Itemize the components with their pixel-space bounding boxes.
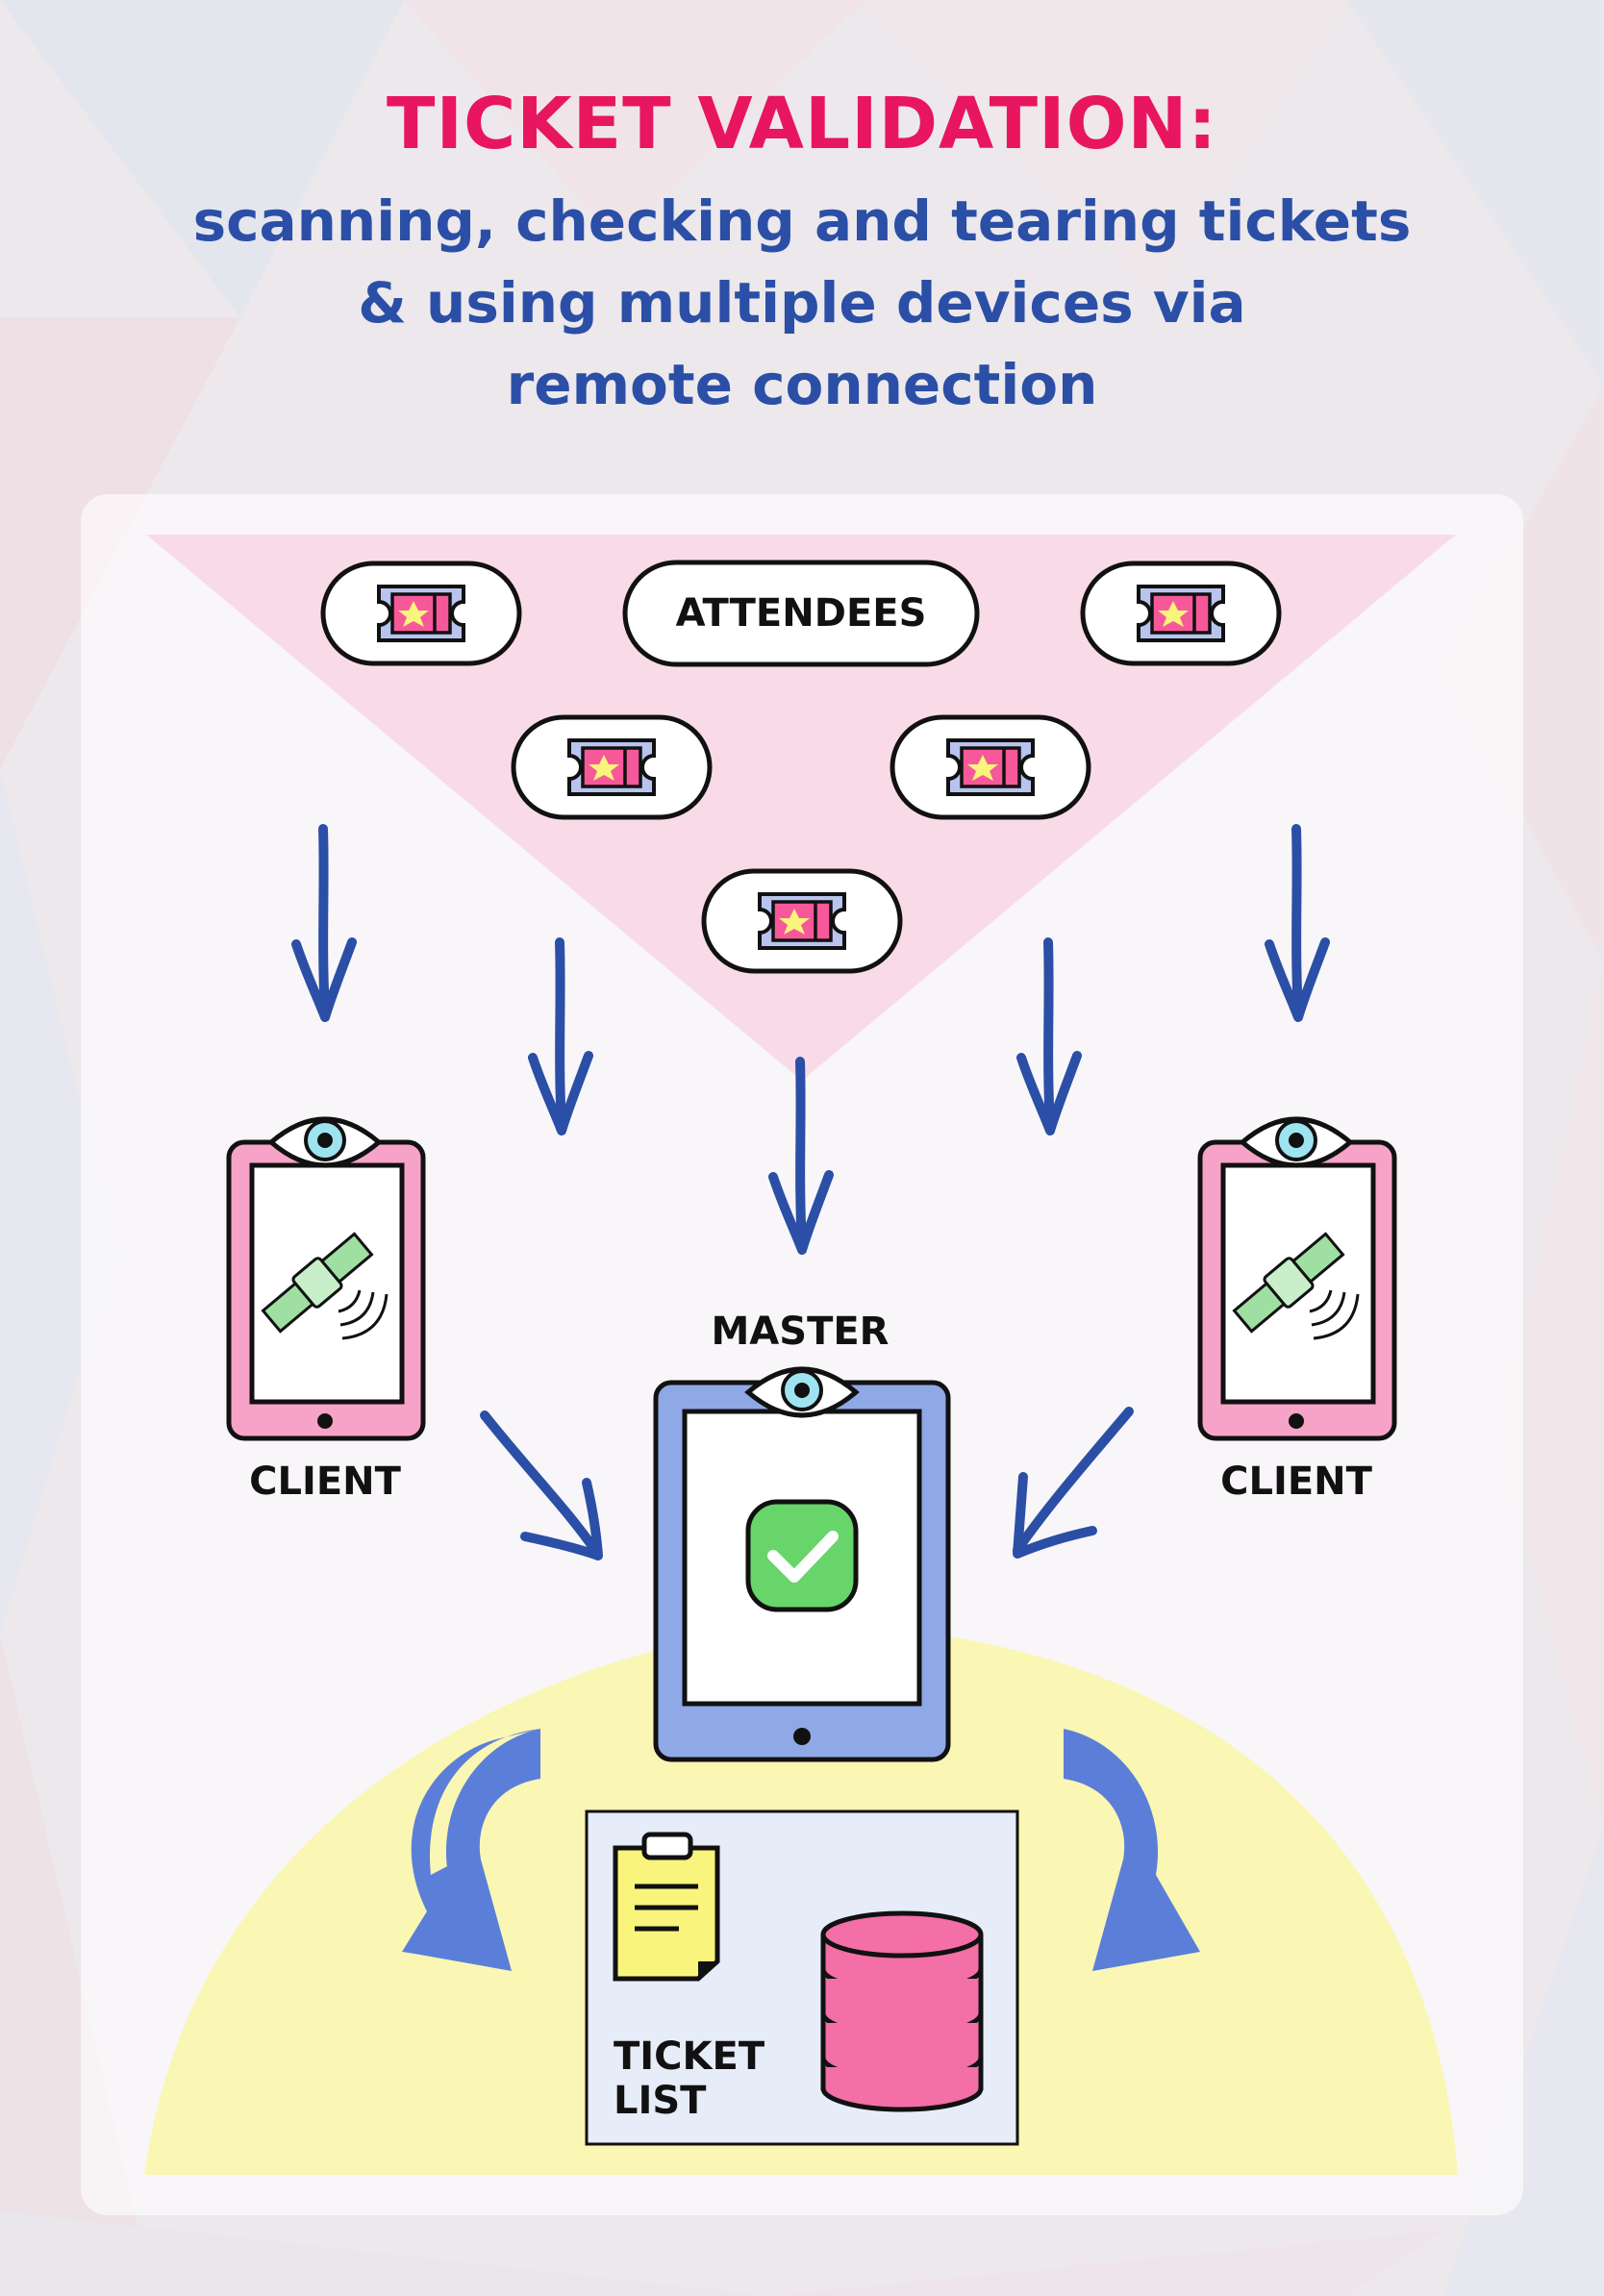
ticket-icon	[1083, 563, 1279, 663]
ticket-pill-5	[704, 871, 900, 971]
client-phone-left	[226, 1119, 426, 1441]
down-arrow-4	[1021, 942, 1077, 1131]
down-arrow-3	[773, 1061, 829, 1250]
down-arrow-2	[533, 942, 589, 1131]
clipboard-icon	[613, 1832, 720, 1982]
ticket-list-label: TICKET LIST	[614, 2034, 764, 2123]
ticket-icon	[514, 717, 710, 817]
ticket-icon	[704, 871, 900, 971]
ticket-list-label-line-2: LIST	[614, 2079, 707, 2123]
master-tablet	[653, 1369, 951, 1762]
ticket-icon	[323, 563, 519, 663]
client-phone-right	[1197, 1119, 1397, 1441]
page-title: TICKET VALIDATION:	[386, 83, 1218, 165]
check-icon	[745, 1499, 859, 1612]
client-right-label: CLIENT	[1220, 1460, 1372, 1504]
down-arrow-1	[296, 829, 352, 1017]
ticket-icon	[892, 717, 1089, 817]
attendees-label: ATTENDEES	[675, 591, 927, 636]
page-subtitle-line-1: scanning, checking and tearing tickets	[192, 188, 1412, 254]
master-label: MASTER	[711, 1310, 890, 1354]
attendees-pill	[622, 560, 980, 667]
ticket-pill-2	[1083, 563, 1279, 663]
attendees-triangle	[146, 535, 1456, 1081]
down-arrow-5	[1269, 829, 1325, 1017]
ticket-pill-3	[514, 717, 710, 817]
curved-arrow-left	[402, 1729, 540, 1971]
diagonal-arrow-right	[1013, 1407, 1134, 1559]
diagonal-arrow-left	[480, 1410, 603, 1560]
ticket-list-label-line-1: TICKET	[614, 2034, 765, 2079]
page-subtitle-line-2: & using multiple devices via	[358, 270, 1246, 336]
ticket-list-box	[585, 1809, 1019, 2146]
ticket-pill-1	[323, 563, 519, 663]
database-icon	[820, 1910, 984, 2112]
page-subtitle-line-3: remote connection	[506, 352, 1098, 417]
client-left-label: CLIENT	[249, 1460, 401, 1504]
curved-arrow-right	[1064, 1729, 1200, 1971]
ticket-pill-4	[892, 717, 1089, 817]
